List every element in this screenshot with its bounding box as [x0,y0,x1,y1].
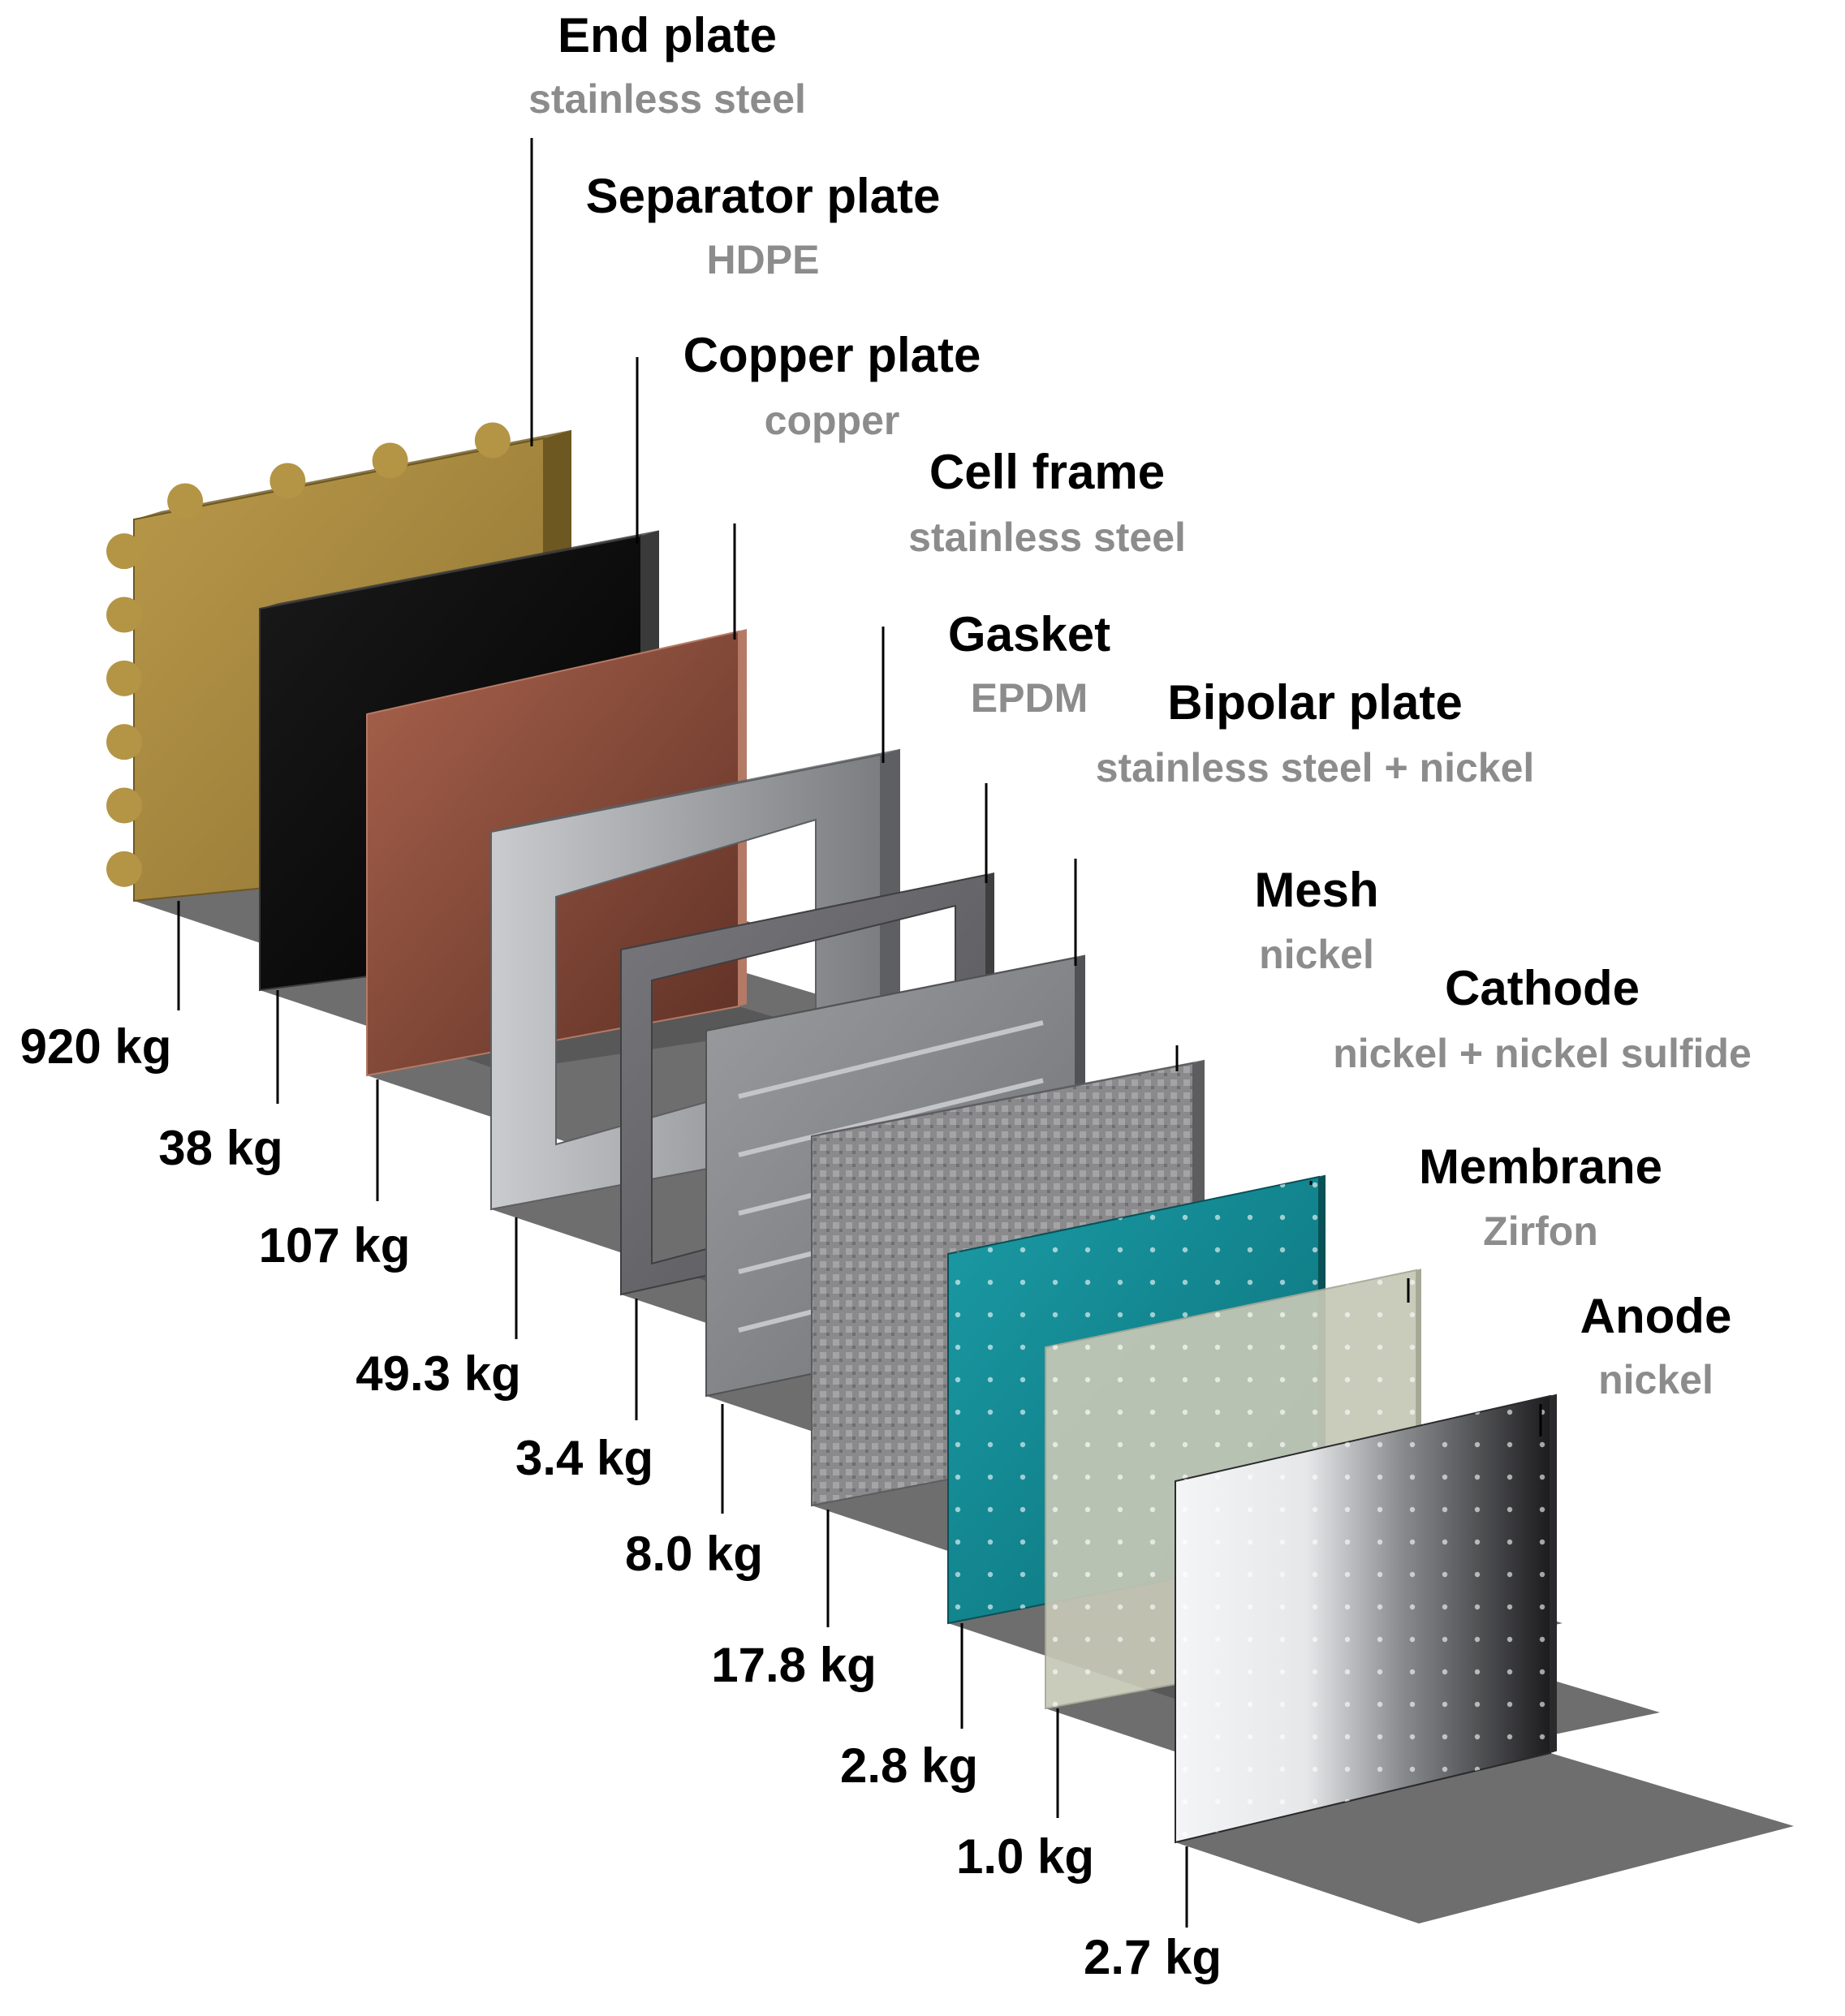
gasket-name-label: Gasket [947,607,1111,661]
anode-perforations [1175,1396,1550,1842]
flow-groove [738,1078,1044,1157]
copper-plate-name-label: Copper plate [683,328,981,382]
membrane-name-label: Membrane [1418,1139,1663,1194]
anode-plate [1175,1394,1557,1844]
copper-plate-material-label: copper [764,398,900,443]
cathode-name-label: Cathode [1445,961,1640,1015]
anode-shadow [1175,1753,1794,1923]
mesh-name-label: Mesh [1254,863,1379,917]
separator-plate-name-label: Separator plate [585,169,941,223]
bolt-bump [106,724,142,760]
cathode-material-label: nickel + nickel sulfide [1333,1031,1752,1076]
copper-plate-mass-label: 107 kg [258,1218,411,1273]
gasket-material-label: EPDM [970,675,1088,721]
end-plate-material-label: stainless steel [528,76,806,122]
membrane-mass-label: 1.0 kg [955,1829,1095,1884]
anode-material-label: nickel [1598,1357,1714,1402]
cell-frame-material-label: stainless steel [908,515,1186,560]
anode-side-face [1550,1394,1557,1753]
bolt-bump [269,463,306,499]
bolt-bump [167,483,204,519]
bolt-bump [106,533,142,570]
bolt-bump [372,442,408,479]
bolt-bump [474,422,511,459]
cathode-mass-label: 2.8 kg [839,1738,979,1793]
bolt-bump [106,597,142,633]
mesh-material-label: nickel [1259,932,1374,977]
bolt-bump [106,851,142,887]
bipolar-plate-material-label: stainless steel + nickel [1095,745,1535,790]
bipolar-plate-mass-label: 8.0 kg [624,1527,764,1581]
end-plate-mass-label: 920 kg [19,1019,172,1074]
separator-plate-material-label: HDPE [706,237,820,282]
anode-mass-label: 2.7 kg [1083,1930,1222,1984]
cell-frame-name-label: Cell frame [929,445,1166,499]
cell-frame-mass-label: 49.3 kg [356,1346,521,1401]
separator-plate-mass-label: 38 kg [158,1121,283,1175]
bolt-bump [106,660,142,696]
end-plate-name-label: End plate [557,8,778,62]
bipolar-plate-name-label: Bipolar plate [1167,675,1463,730]
anode-name-label: Anode [1580,1289,1732,1343]
mesh-mass-label: 17.8 kg [711,1638,877,1692]
membrane-material-label: Zirfon [1483,1208,1598,1254]
gasket-mass-label: 3.4 kg [515,1431,654,1485]
flow-groove [738,1020,1044,1099]
bolt-bump [106,787,142,824]
